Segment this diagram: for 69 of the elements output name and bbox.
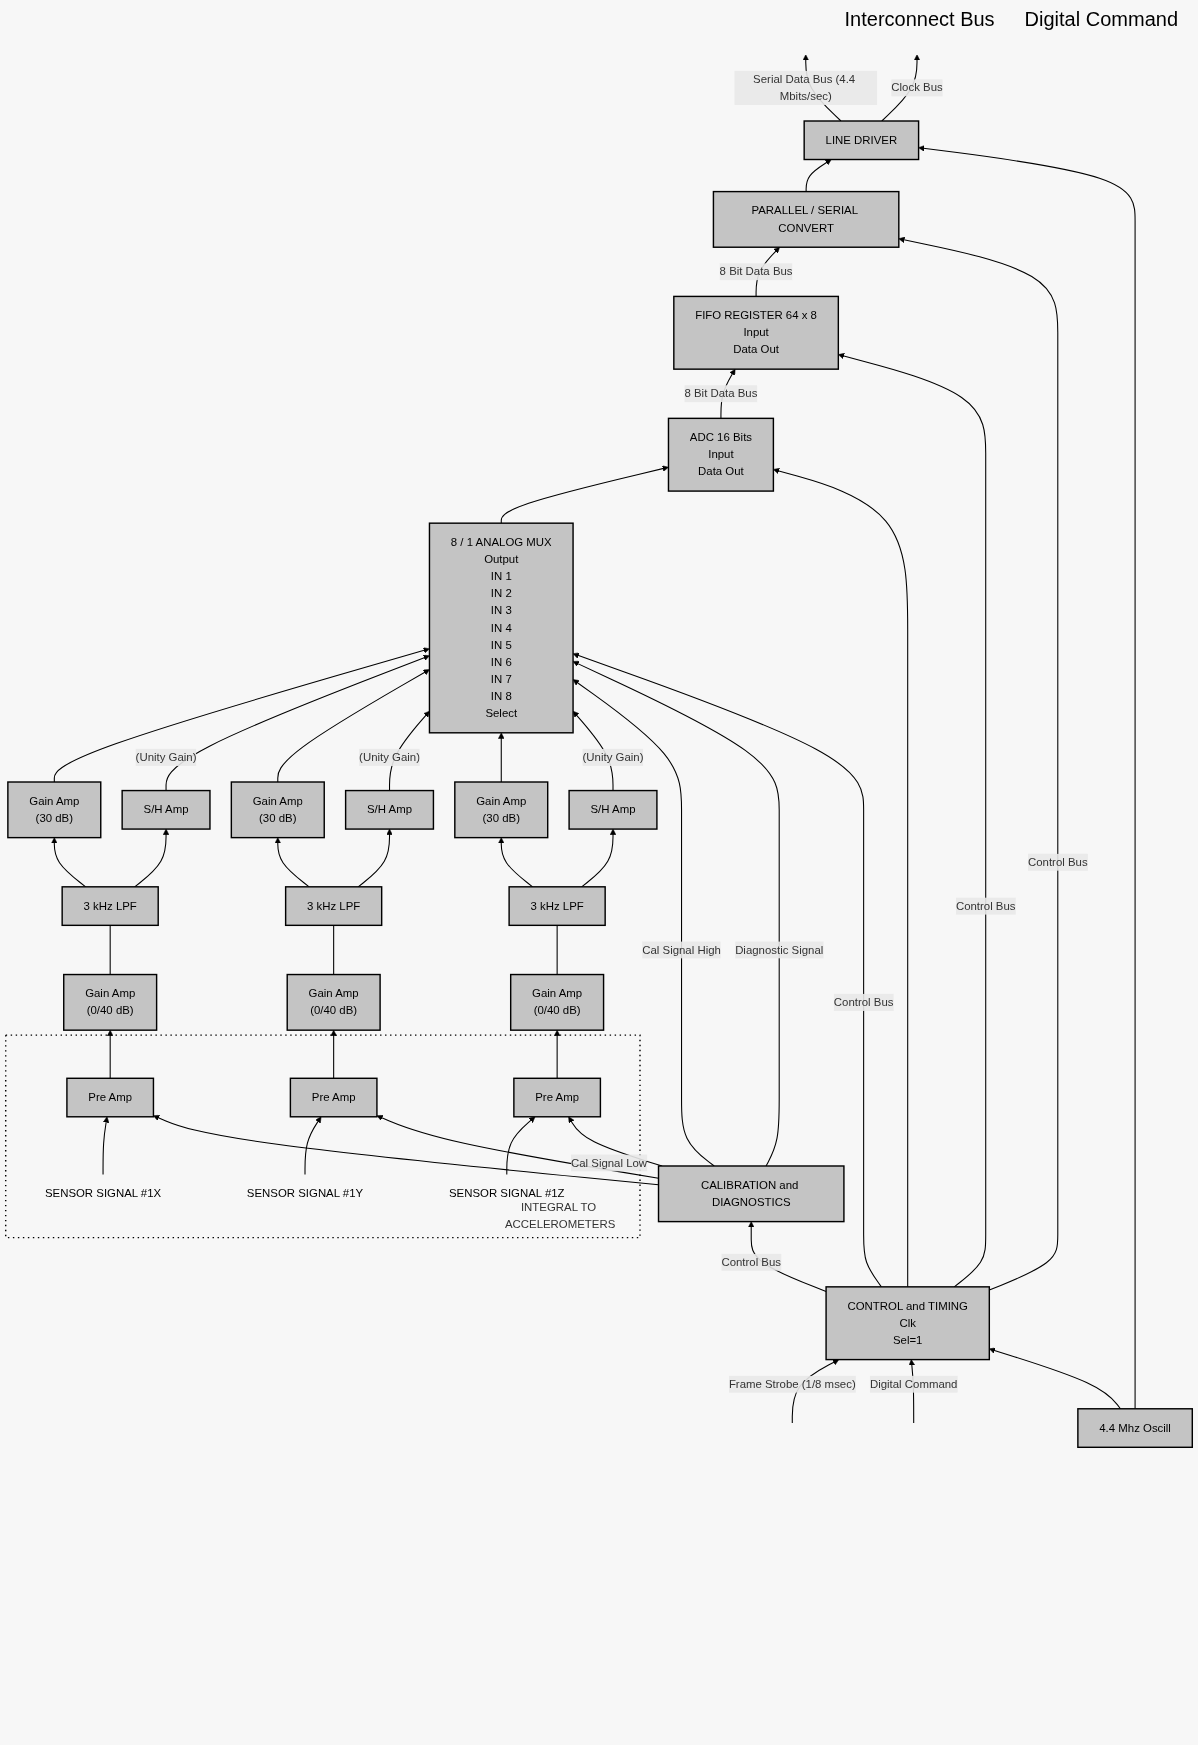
edge-label: Control Bus xyxy=(833,995,894,1009)
node-box: Gain Amp (0/40 dB) xyxy=(509,973,605,1031)
edge-label: Clock Bus xyxy=(891,81,943,94)
connector xyxy=(333,924,335,976)
arrow xyxy=(53,647,430,783)
arrow xyxy=(773,467,909,1288)
arrow xyxy=(357,828,393,888)
node-box: 8 / 1 ANALOG MUX Output IN 1 IN 2 IN 3 IN 4 IN 5 IN 6 IN 7 IN 8 Select xyxy=(428,522,574,734)
node-box: Gain Amp (30 dB) xyxy=(454,781,549,839)
edge-label: Digital Command xyxy=(869,1377,958,1390)
node-box: Gain Amp (30 dB) xyxy=(7,781,102,839)
node-box: ADC 16 Bits Input Data Out xyxy=(667,417,775,492)
arrow xyxy=(500,465,669,524)
arrow xyxy=(554,1029,561,1079)
node-box: Gain Amp (0/40 dB) xyxy=(63,973,158,1031)
arrow xyxy=(134,828,170,888)
connector xyxy=(109,924,111,976)
arrow xyxy=(51,837,87,888)
arrow xyxy=(102,1116,110,1176)
arrow xyxy=(898,236,1059,1291)
edge-label: Diagnostic Signal xyxy=(735,943,824,956)
node-box: Pre Amp xyxy=(289,1077,378,1118)
edge-label: (Unity Gain) xyxy=(582,750,644,764)
node-box: LINE DRIVER xyxy=(803,120,920,161)
arrow xyxy=(277,669,430,783)
node-box: CONTROL and TIMING Clk Sel=1 xyxy=(825,1286,991,1361)
node-box: CALIBRATION and DIAGNOSTICS xyxy=(657,1165,845,1223)
arrow xyxy=(107,1029,114,1079)
node-box: S/H Amp xyxy=(121,789,211,830)
arrow xyxy=(581,828,617,888)
arrow xyxy=(330,1029,337,1079)
edge-label: Control Bus xyxy=(955,899,1016,912)
node-box: 3 kHz LPF xyxy=(61,886,159,927)
edge-label: Frame Strobe (1/8 msec) xyxy=(728,1377,856,1390)
node-box: S/H Amp xyxy=(568,789,658,830)
node-text: SENSOR SIGNAL #1X xyxy=(44,1187,162,1200)
connector xyxy=(556,924,558,976)
node-box: Pre Amp xyxy=(513,1077,602,1118)
arrow xyxy=(498,732,505,783)
arrow xyxy=(838,353,987,1288)
bus-label: Digital Command xyxy=(1024,8,1178,31)
bus-label: Interconnect Bus xyxy=(844,8,995,31)
edge-label: Cal Signal High xyxy=(642,943,721,956)
arrow xyxy=(805,159,832,193)
node-box: S/H Amp xyxy=(344,789,435,830)
node-text: SENSOR SIGNAL #1Z xyxy=(448,1187,565,1200)
node-box: Pre Amp xyxy=(66,1077,155,1118)
arrow xyxy=(989,1347,1121,1410)
node-box: 3 kHz LPF xyxy=(284,886,383,927)
arrow xyxy=(274,837,310,888)
node-box: 3 kHz LPF xyxy=(508,886,606,927)
edge-label: Serial Data Bus (4.4 Mbits/sec) xyxy=(753,72,856,103)
edge-label: 8 Bit Data Bus xyxy=(719,265,793,278)
edge-label: (Unity Gain) xyxy=(359,750,420,764)
arrow xyxy=(498,837,534,888)
node-box: Gain Amp (0/40 dB) xyxy=(286,973,381,1031)
node-box: FIFO REGISTER 64 x 8 Input Data Out xyxy=(673,295,840,370)
edge-label: Control Bus xyxy=(1027,855,1088,868)
node-box: Gain Amp (30 dB) xyxy=(230,781,325,839)
arrow xyxy=(506,1116,536,1176)
node-box: 4.4 Mhz Oscill xyxy=(1077,1408,1193,1448)
edge-label: Cal Signal Low xyxy=(570,1156,648,1169)
node-box: PARALLEL / SERIAL CONVERT xyxy=(712,190,900,248)
edge-label: 8 Bit Data Bus xyxy=(684,387,758,400)
arrow xyxy=(304,1116,322,1176)
node-text: SENSOR SIGNAL #1Y xyxy=(246,1187,364,1200)
edge-label: (Unity Gain) xyxy=(135,750,197,764)
arrow xyxy=(918,145,1136,1410)
edge-label: Control Bus xyxy=(721,1255,782,1268)
